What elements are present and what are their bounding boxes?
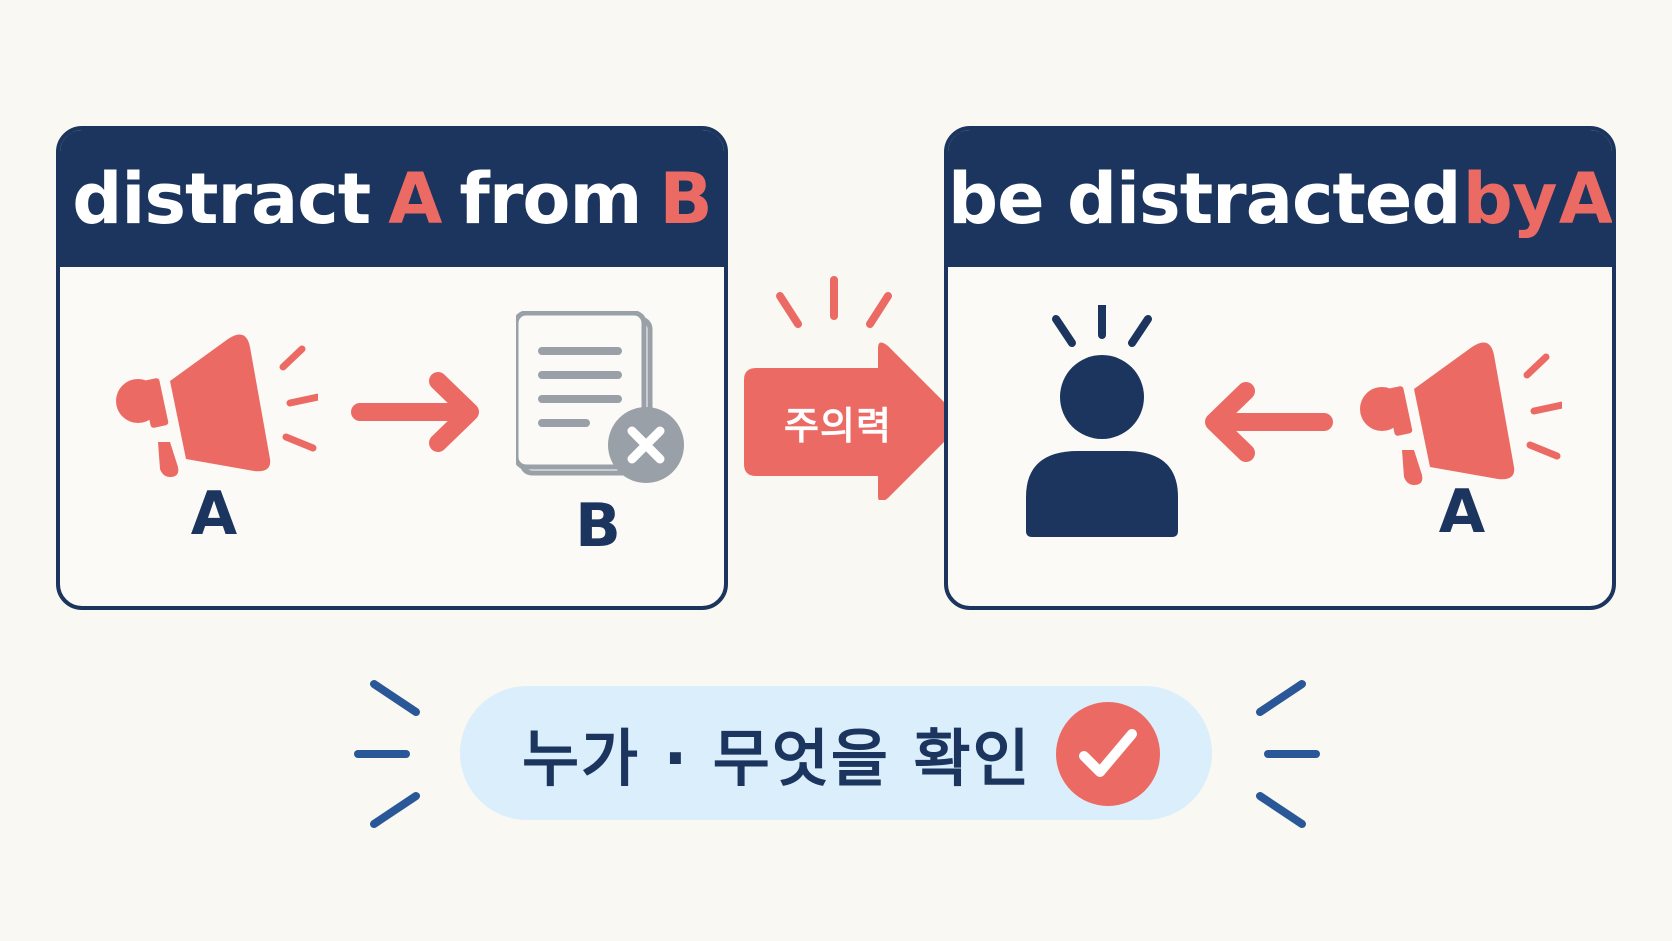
emphasis-lines-icon xyxy=(1246,672,1326,832)
left-title-part-4: B xyxy=(659,157,712,240)
right-panel-body: A xyxy=(948,267,1612,606)
left-panel-body: A B xyxy=(60,267,724,606)
x-mark-icon xyxy=(606,405,686,485)
check-badge: 누가 · 무엇을 확인 xyxy=(460,686,1212,820)
center-arrow-label: 주의력 xyxy=(784,404,892,448)
distract-a-from-b-panel: distract A from B xyxy=(56,126,728,610)
left-title-part-1: distract xyxy=(72,157,371,240)
check-badge-text: 누가 · 무엇을 확인 xyxy=(522,722,1032,795)
right-title-part-2: by xyxy=(1462,157,1558,240)
right-arrow-icon xyxy=(350,367,488,457)
megaphone-icon xyxy=(1352,325,1562,485)
megaphone-icon xyxy=(108,317,318,477)
label-a: A xyxy=(190,479,238,549)
emphasis-lines-icon xyxy=(350,672,430,832)
left-title-part-2: A xyxy=(388,157,442,240)
emphasis-lines-icon xyxy=(744,276,904,336)
left-title-part-3: from xyxy=(459,157,642,240)
right-title-part-1: be distracted xyxy=(948,157,1461,240)
right-panel-title: be distracted by A xyxy=(948,130,1612,267)
check-icon xyxy=(1056,702,1160,806)
label-b: B xyxy=(575,491,621,561)
right-title-part-3: A xyxy=(1558,157,1612,240)
left-arrow-icon xyxy=(1196,377,1334,467)
center-arrow xyxy=(744,340,966,500)
be-distracted-by-a-panel: be distracted by A xyxy=(944,126,1616,610)
left-panel-title: distract A from B xyxy=(60,130,724,267)
label-a: A xyxy=(1438,477,1486,547)
person-icon xyxy=(1016,305,1186,545)
